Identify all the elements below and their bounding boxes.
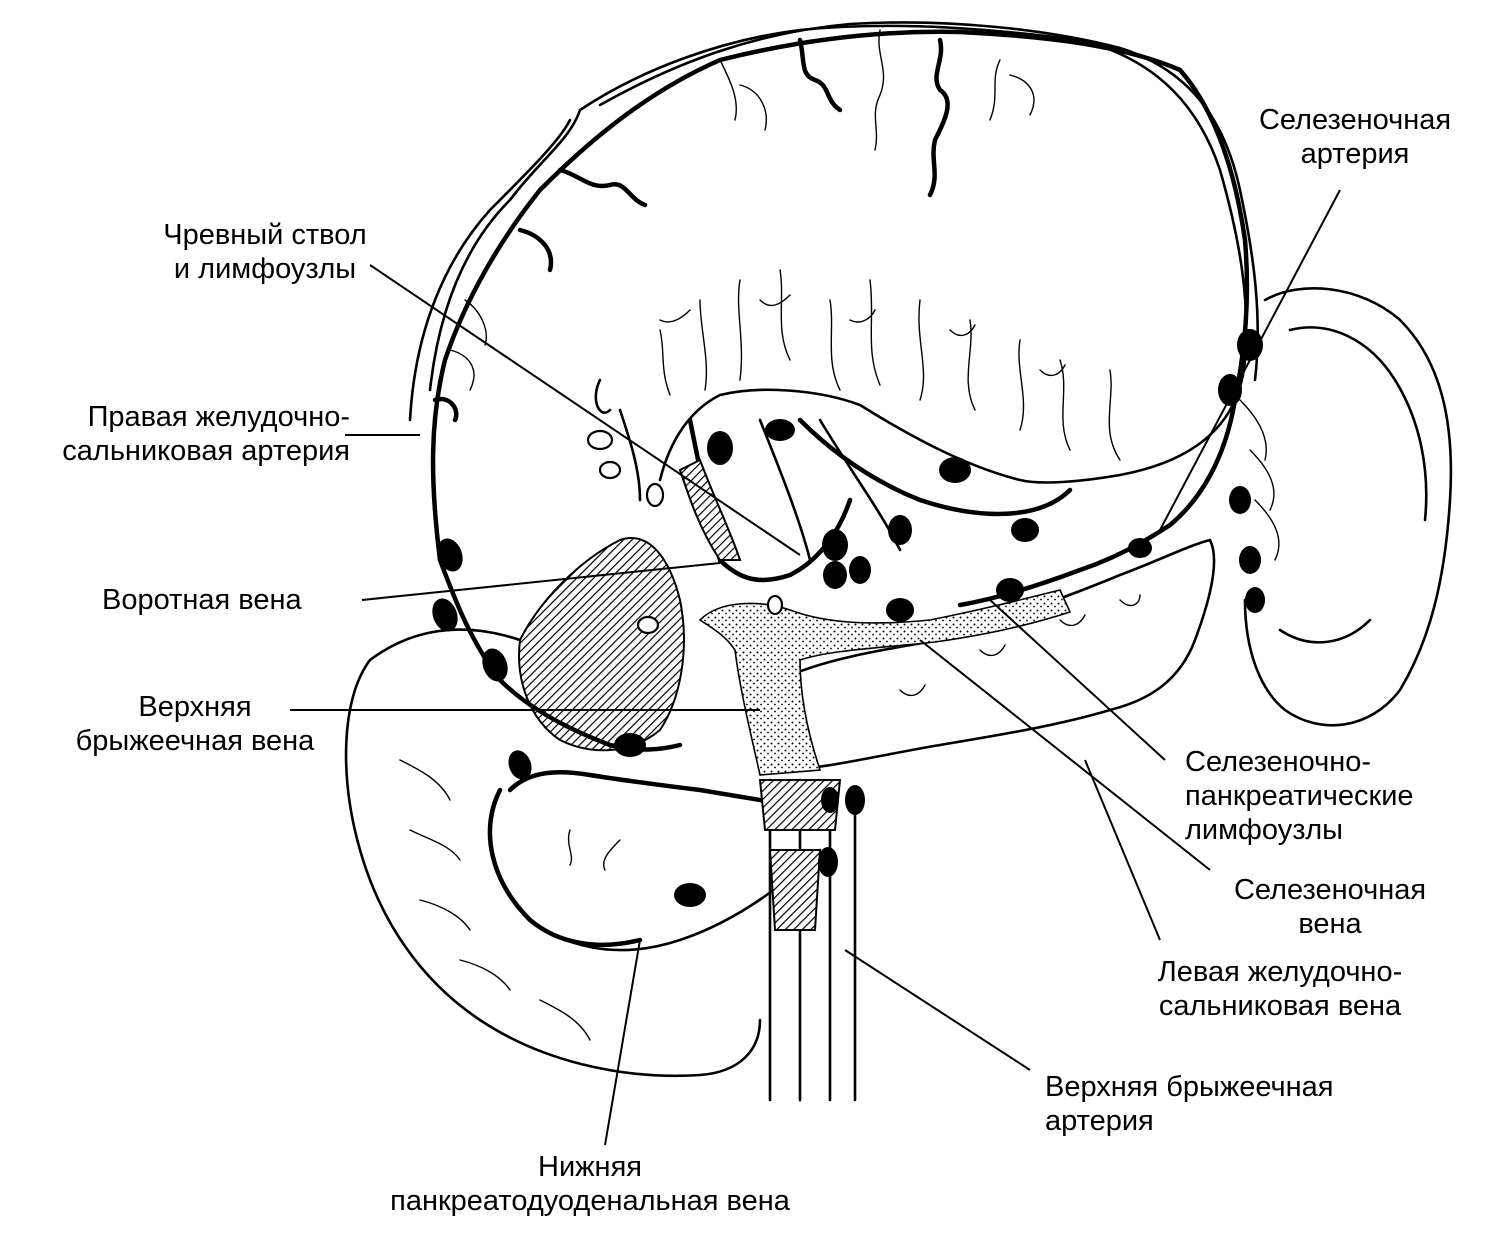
duodenum: [344, 628, 822, 1078]
left-gastroepiploic-arcade: [957, 522, 1173, 608]
label-superior-mesenteric-artery: Верхняя брыжеечная артерия: [1045, 1071, 1334, 1137]
pancreas-head: [518, 537, 685, 752]
label-left-gastroepiploic-vein: Левая желудочно- сальниковая вена: [1157, 956, 1403, 1022]
mesenteric-vessels: [758, 778, 857, 1102]
label-portal-vein: Воротная вена: [102, 584, 302, 616]
leader-lines: [290, 189, 1341, 1146]
label-celiac-trunk: Чревный ствол и лимфоузлы: [163, 219, 367, 285]
lymph-nodes: [432, 329, 1265, 907]
portal-vein-shape: [698, 589, 1072, 776]
label-splenic-artery: Селезеночная артерия: [1258, 104, 1452, 170]
label-right-gastroepiploic-artery: Правая желудочно- сальниковая артерия: [62, 401, 350, 467]
celiac-region: [678, 417, 1073, 583]
label-splenopancreatic-lymph-nodes: Селезеночно- панкреатические лимфоузлы: [1185, 746, 1414, 846]
label-inferior-pancreaticoduodenal-vein: Нижняя панкреатодуоденальная вена: [390, 1151, 790, 1217]
hepatic-duct-structures: [586, 378, 784, 635]
stomach: [408, 21, 1260, 563]
label-splenic-vein: Селезеночная вена: [1233, 874, 1427, 940]
label-superior-mesenteric-vein: Верхняя брыжеечная вена: [75, 691, 315, 757]
spleen: [1239, 287, 1453, 727]
